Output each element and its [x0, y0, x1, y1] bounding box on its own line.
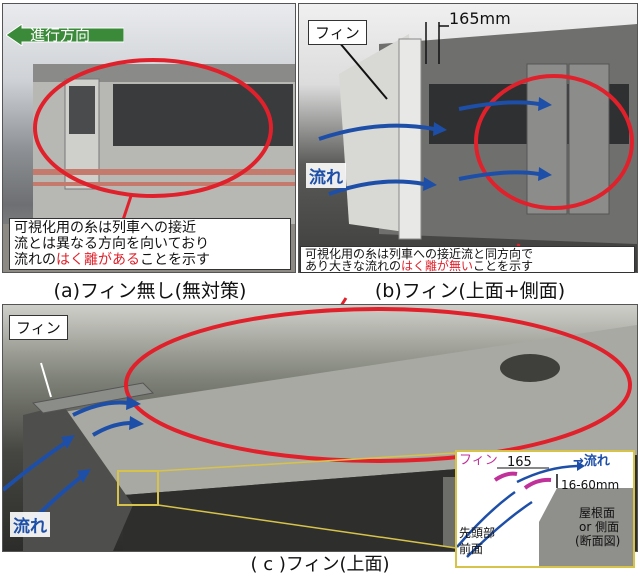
- flow-arrowhead-c3: [126, 396, 141, 410]
- fin-pointer-b: [338, 41, 388, 100]
- flow-label-b: 流れ: [306, 163, 346, 188]
- callout-panel-a: 可視化用の糸は列車への接近 流とは異なる方向を向いており 流れのはく離があること…: [9, 218, 291, 270]
- inset-flow-3: [516, 464, 578, 484]
- flow-label-c: 流れ: [10, 512, 50, 537]
- callout-b-line1: 可視化用の糸は列車への接近流と同方向で: [305, 247, 534, 261]
- red-ellipse-c: [124, 307, 632, 463]
- section-body: [539, 488, 633, 566]
- direction-label: 進行方向: [30, 26, 91, 44]
- flow-arrowhead-b4: [538, 167, 552, 181]
- red-ellipse-b: [474, 74, 634, 210]
- cross-section-inset: フィン 165 →流れ 16-60mm 屋根面 or 側面 (断面図) 先頭部 …: [455, 450, 635, 568]
- inset-flow-label: →流れ: [573, 454, 610, 469]
- flow-arrowhead-b1: [433, 122, 447, 136]
- inset-dim-165: 165: [507, 455, 532, 470]
- flow-arrowhead-c2: [77, 469, 91, 483]
- inset-roof-line3: (断面図): [575, 534, 621, 548]
- callout-a-line2: 流とは異なる方向を向いており: [14, 236, 210, 252]
- inset-fin-label: フィン: [459, 453, 498, 468]
- callout-a-line3: 流れのはく離があることを示す: [14, 252, 210, 268]
- roof-vent: [500, 354, 560, 382]
- inset-flow-2: [466, 500, 533, 558]
- callout-panel-b: 可視化用の糸は列車への接近流と同方向で あり大きな流れのはく離が無いことを示す: [300, 246, 635, 273]
- train-a-door-window: [69, 86, 95, 134]
- train-b-drawing: [318, 22, 637, 267]
- inset-flow-arrowhead: [577, 461, 585, 471]
- fin-shape-2: [523, 477, 552, 490]
- fin-label-b: フィン: [308, 20, 367, 45]
- inset-flow-1: [457, 490, 516, 548]
- inset-roof-line1: 屋根面: [579, 506, 616, 520]
- callout-b-line2: あり大きな流れのはく離が無いことを示す: [305, 259, 534, 273]
- fin-c: [31, 382, 155, 414]
- train-a-stripe2: [33, 182, 295, 186]
- flow-arrowhead-c1: [61, 435, 75, 449]
- direction-arrow-icon: [6, 24, 124, 46]
- red-ellipse-a: [33, 58, 273, 198]
- fin-label-c: フィン: [9, 315, 68, 340]
- inset-roof-line2: or 側面: [579, 520, 620, 534]
- caption-panel-b: (b)フィン(上面+側面): [374, 280, 566, 302]
- flow-arrow-b4: [458, 170, 540, 181]
- dimension-label-b: 165mm: [449, 9, 511, 28]
- flow-arrowhead-b3: [538, 97, 552, 111]
- flow-arrow-c3: [72, 400, 129, 417]
- flow-arrowhead-c4: [129, 416, 144, 430]
- flow-arrow-b1: [318, 123, 435, 141]
- zoom-line-c1: [157, 504, 457, 549]
- zoom-box-c: [117, 470, 159, 506]
- flow-arrow-b3: [458, 100, 540, 111]
- zoom-line-c2: [157, 452, 457, 472]
- fin-pointer-c: [40, 362, 52, 398]
- train-b-door: [526, 63, 568, 215]
- flow-arrowhead-b2: [423, 177, 437, 191]
- fin-b: [398, 38, 422, 240]
- inset-front-line2: 前面: [459, 542, 484, 556]
- flow-arrow-c4: [91, 421, 132, 437]
- fin-shape-1: [493, 471, 518, 482]
- caption-panel-c: ( c )フィン(上面): [250, 554, 390, 575]
- flow-arrow-b2: [328, 179, 425, 196]
- photo-panel-b: [298, 3, 638, 273]
- callout-a-line1: 可視化用の糸は列車への接近: [14, 220, 196, 236]
- flow-arrow-c1: [3, 441, 67, 492]
- cross-section-drawing: [457, 461, 633, 566]
- train-a-windows: [113, 84, 293, 146]
- caption-panel-a: (a)フィン無し(無対策): [53, 280, 247, 302]
- train-a-stripe: [33, 169, 295, 175]
- inset-front-line1: 先頭部: [459, 526, 496, 540]
- inset-gap-label: 16-60mm: [561, 478, 620, 492]
